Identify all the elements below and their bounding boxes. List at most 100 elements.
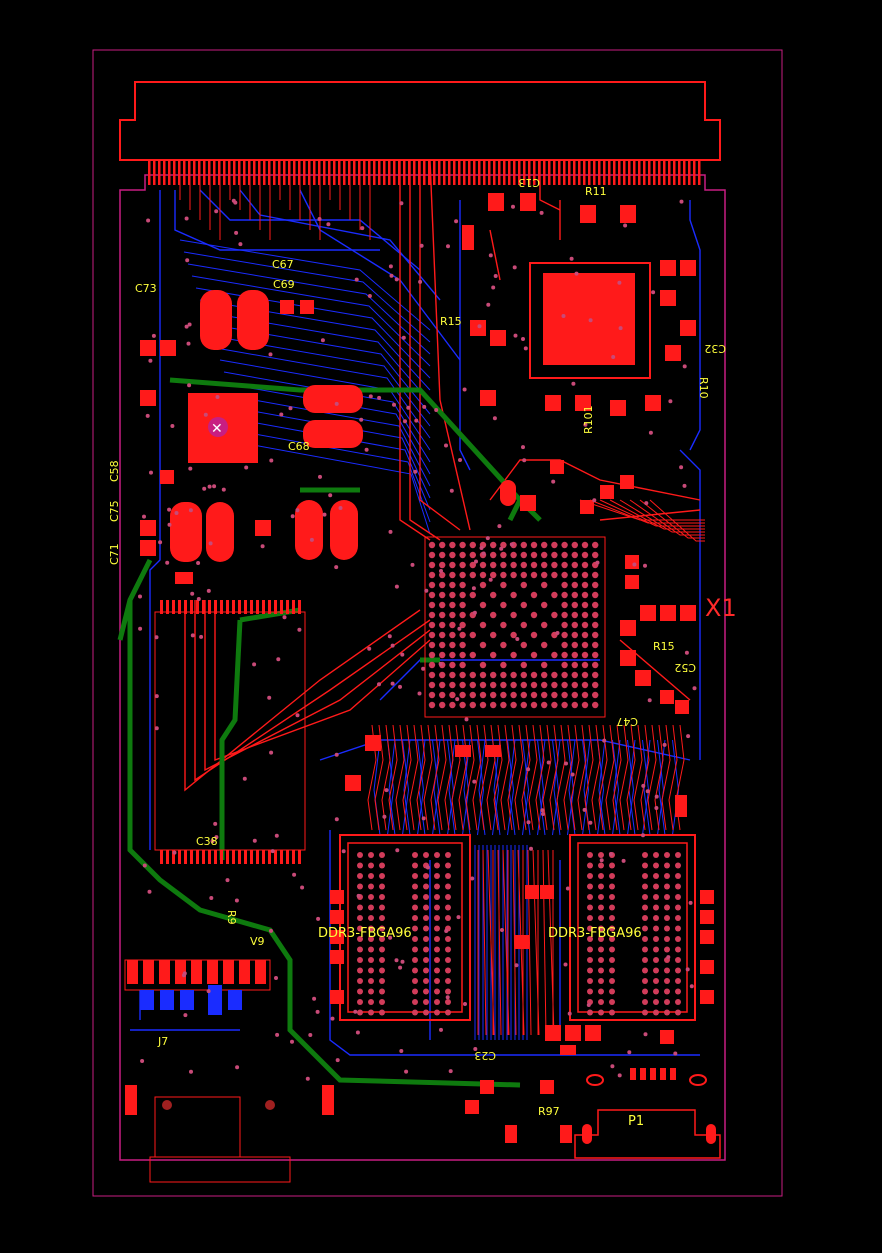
via bbox=[148, 358, 153, 363]
bga-ball bbox=[541, 561, 548, 569]
edge-pin bbox=[243, 160, 246, 185]
edge-pin bbox=[318, 160, 321, 185]
via bbox=[377, 395, 382, 400]
bga-ball bbox=[581, 601, 589, 609]
flash-pin bbox=[208, 850, 211, 864]
bga-ball bbox=[428, 671, 436, 679]
bga-ball bbox=[459, 671, 466, 679]
via bbox=[394, 584, 399, 589]
bga-ball bbox=[469, 571, 476, 579]
fanout-trace bbox=[409, 724, 419, 831]
ddr-ball bbox=[434, 967, 440, 974]
ddr-ball bbox=[587, 883, 593, 890]
j7-pad bbox=[175, 960, 186, 984]
flash-pin bbox=[244, 850, 247, 864]
ddr-ball bbox=[653, 999, 659, 1005]
flash-pin bbox=[166, 600, 169, 614]
via bbox=[234, 230, 239, 235]
via bbox=[654, 806, 659, 810]
via bbox=[617, 280, 622, 285]
via bbox=[274, 976, 278, 980]
ddr-ball bbox=[653, 1009, 659, 1016]
bga-ball bbox=[479, 641, 487, 649]
bga-ball bbox=[530, 611, 538, 619]
bga-ball bbox=[581, 681, 589, 689]
edge-pin bbox=[158, 160, 161, 185]
bga-ball bbox=[581, 551, 589, 559]
ddr-ball bbox=[357, 936, 363, 942]
ddr-ball bbox=[423, 957, 429, 963]
bga-ball bbox=[439, 541, 446, 549]
bga-ball bbox=[428, 601, 436, 609]
edge-pin bbox=[448, 160, 451, 185]
via bbox=[297, 627, 302, 632]
flash-pin bbox=[262, 600, 265, 614]
fanout-trace bbox=[388, 724, 398, 831]
bga-ball bbox=[592, 681, 599, 689]
ddr-ball bbox=[412, 988, 418, 995]
via bbox=[648, 430, 653, 435]
via bbox=[174, 511, 179, 515]
bga-ball bbox=[571, 631, 578, 639]
via bbox=[438, 661, 443, 666]
via bbox=[147, 889, 152, 894]
bga-ball bbox=[581, 661, 589, 669]
via bbox=[187, 322, 192, 327]
via bbox=[595, 560, 600, 565]
bga-ball bbox=[520, 571, 527, 579]
bga-ball bbox=[541, 541, 548, 549]
edge-pin bbox=[273, 160, 276, 185]
edge-pin bbox=[668, 160, 671, 185]
bga-ball bbox=[479, 661, 487, 669]
bga-ball bbox=[571, 641, 578, 649]
bga-ball bbox=[459, 651, 466, 659]
ddr-ball bbox=[434, 904, 440, 911]
bga-ball bbox=[571, 611, 578, 619]
fanout-trace bbox=[395, 724, 405, 831]
fanout-trace bbox=[507, 739, 515, 836]
ddr-ball bbox=[587, 873, 593, 879]
via bbox=[563, 962, 568, 967]
ddr-ball bbox=[368, 904, 374, 911]
ddr-ball bbox=[412, 936, 418, 942]
ddr-ball bbox=[445, 915, 451, 921]
via bbox=[571, 381, 576, 386]
via bbox=[165, 560, 170, 565]
bga-ball bbox=[581, 591, 589, 599]
bga-ball bbox=[561, 671, 568, 679]
via bbox=[618, 326, 623, 331]
bga-ball bbox=[490, 561, 497, 569]
via bbox=[455, 697, 460, 702]
bga-ball bbox=[510, 651, 517, 659]
flash-pin bbox=[202, 850, 205, 864]
via bbox=[647, 698, 652, 703]
edge-pin bbox=[523, 160, 526, 185]
edge-pin bbox=[603, 160, 606, 185]
via bbox=[269, 458, 274, 463]
ddr-ball bbox=[675, 978, 681, 984]
ddr-ball bbox=[434, 925, 440, 932]
via bbox=[521, 337, 525, 341]
vias bbox=[138, 198, 697, 1081]
bga-ball bbox=[561, 541, 568, 549]
fanout-trace bbox=[605, 724, 615, 831]
bga-ball bbox=[551, 671, 558, 679]
via bbox=[390, 643, 395, 648]
bga-ball bbox=[530, 551, 538, 559]
via bbox=[252, 662, 257, 667]
label-r11: R11 bbox=[585, 185, 607, 198]
ddr-ball bbox=[675, 852, 681, 858]
fanout-trace bbox=[514, 724, 524, 831]
fanout-trace bbox=[388, 739, 396, 836]
fanout-trace bbox=[500, 724, 510, 831]
via bbox=[269, 750, 274, 755]
crystal-passives bbox=[500, 460, 696, 714]
via bbox=[410, 562, 415, 567]
silkscreen-labels: X1 P1 DDR3-FBGA96 DDR3-FBGA96 R9 R97 R15… bbox=[108, 176, 737, 1129]
edge-pin bbox=[548, 160, 551, 185]
edge-pin bbox=[203, 160, 206, 185]
edge-pin bbox=[248, 160, 251, 185]
ddr-ball bbox=[642, 925, 648, 932]
via bbox=[326, 222, 331, 227]
label-c69: C69 bbox=[273, 278, 295, 291]
